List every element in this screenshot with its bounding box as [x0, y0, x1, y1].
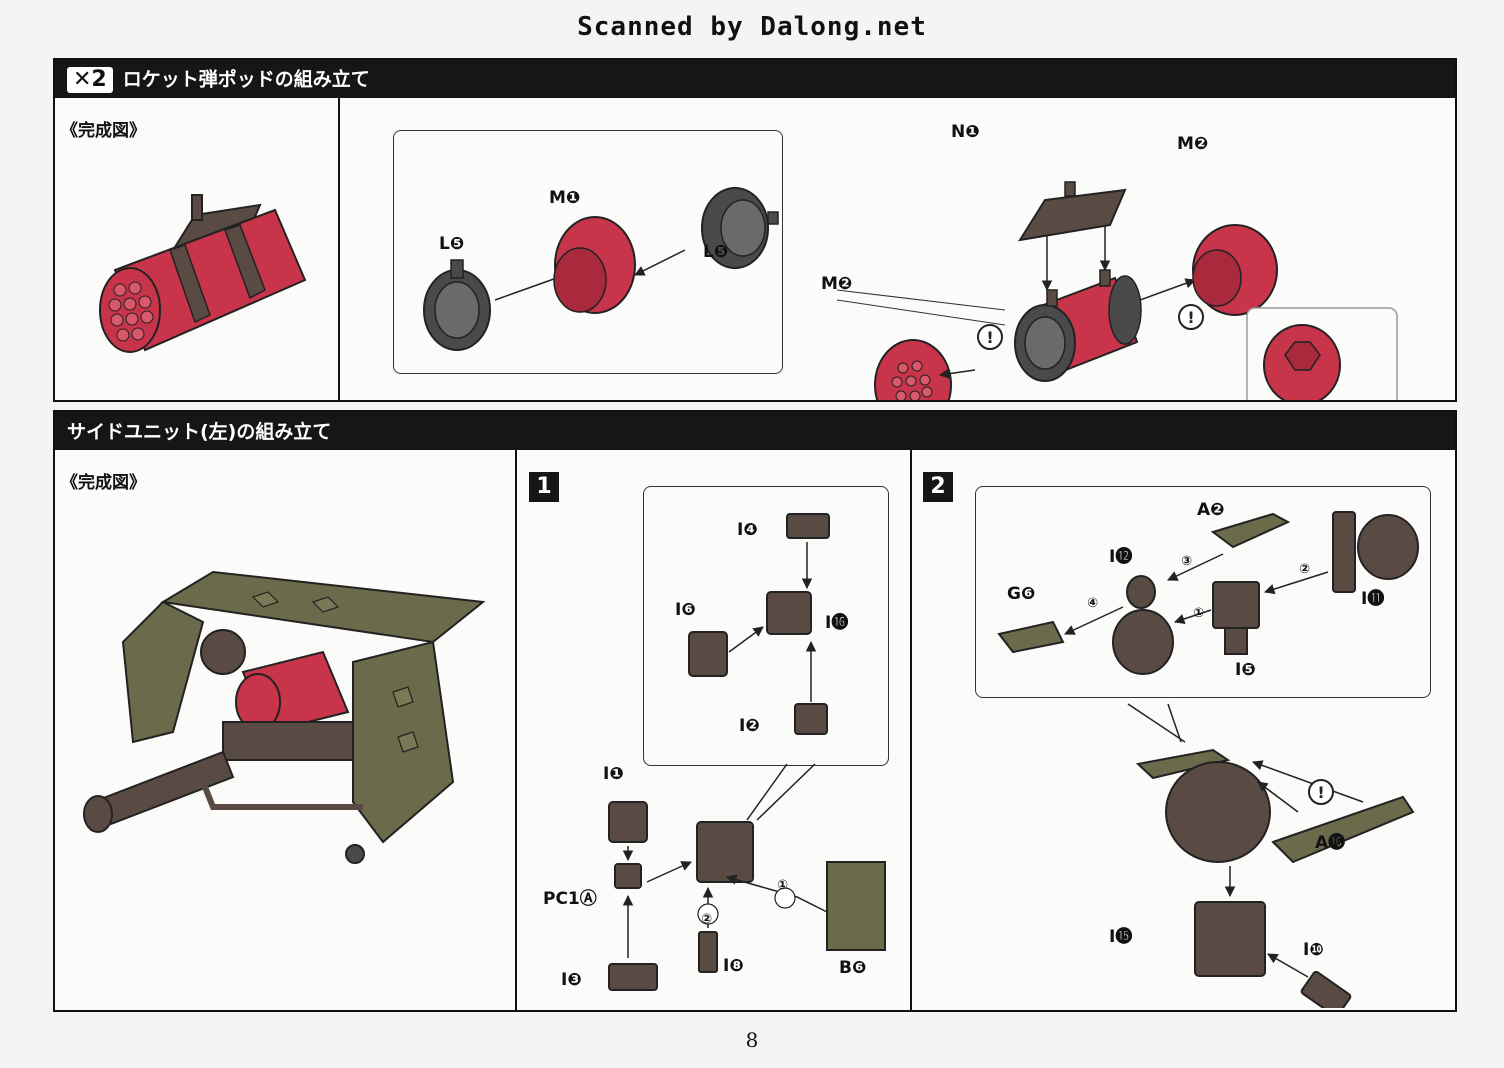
- order-4-step2: ④: [1087, 596, 1099, 611]
- side-unit-title: サイドユニット(左)の組み立て: [67, 420, 332, 443]
- rocket-pod-title: ロケット弾ポッドの組み立て: [122, 68, 370, 91]
- svg-text:!: !: [1317, 783, 1324, 802]
- quantity-badge: ✕2: [67, 66, 113, 93]
- rocket-pod-parts-diagram: !!!: [423, 181, 1398, 400]
- order-2-step2: ②: [1299, 562, 1311, 577]
- label-i6: I❻: [675, 600, 696, 620]
- side-unit-complete-caption: 《完成図》: [61, 473, 146, 493]
- label-n1: N❶: [951, 122, 980, 142]
- label-i4: I❹: [737, 520, 758, 540]
- label-i3: I❸: [561, 970, 582, 990]
- rocket-pod-detail-box: [393, 130, 783, 374]
- svg-text:!: !: [986, 328, 993, 347]
- label-l5-left: L❺: [439, 234, 465, 254]
- label-a2: A❷: [1197, 500, 1225, 520]
- label-m2-left: M❷: [821, 274, 853, 294]
- label-i1: I❶: [603, 764, 624, 784]
- label-i11: I⓫: [1361, 589, 1385, 609]
- section2-divider-a: [515, 450, 517, 1010]
- label-i12: I⓬: [1109, 547, 1133, 567]
- step-1-detail-box: [643, 486, 889, 766]
- section1-divider: [338, 98, 340, 400]
- order-3-step2: ③: [1181, 554, 1193, 569]
- side-unit-title-bar: サイドユニット(左)の組み立て: [55, 412, 1455, 450]
- label-i2: I❷: [739, 716, 760, 736]
- step-2-number: 2: [923, 472, 953, 502]
- label-i15: I⓯: [1109, 927, 1133, 947]
- label-m2-top: M❷: [1177, 134, 1209, 154]
- step-2-parts-diagram: !: [997, 511, 1419, 1008]
- order-1-step1: ①: [777, 878, 789, 893]
- label-g6: G❻: [1007, 584, 1036, 604]
- page-number: 8: [745, 1028, 759, 1052]
- rocket-pod-title-bar: ✕2 ロケット弾ポッドの組み立て: [55, 60, 1455, 98]
- scan-credit: Scanned by Dalong.net: [577, 12, 927, 42]
- label-pc1a: PC1Ⓐ: [543, 889, 597, 909]
- step-2-detail-box: [975, 486, 1431, 698]
- svg-text:!: !: [1187, 308, 1194, 327]
- rocket-pod-complete-caption: 《完成図》: [61, 121, 146, 141]
- order-1-step2: ①: [1193, 606, 1205, 621]
- step-1-parts-diagram: [608, 513, 886, 991]
- side-unit-complete-illustration: [83, 570, 486, 864]
- label-b6: B❻: [839, 958, 867, 978]
- label-l5-right: L❺: [703, 242, 729, 262]
- rocket-pod-section: ✕2 ロケット弾ポッドの組み立て 《完成図》: [53, 58, 1457, 402]
- label-a16: A⓰: [1315, 833, 1346, 853]
- step-1-number: 1: [529, 472, 559, 502]
- label-m1: M❶: [549, 188, 581, 208]
- rocket-pod-complete-illustration: [99, 194, 307, 353]
- label-i8: I❽: [723, 956, 744, 976]
- label-i5: I❺: [1235, 660, 1256, 680]
- label-i10: I❿: [1303, 940, 1324, 960]
- side-unit-section: サイドユニット(左)の組み立て 《完成図》 1: [53, 410, 1457, 1012]
- order-2-step1: ②: [701, 912, 713, 927]
- label-i16: I⓰: [825, 613, 849, 633]
- section2-divider-b: [910, 450, 912, 1010]
